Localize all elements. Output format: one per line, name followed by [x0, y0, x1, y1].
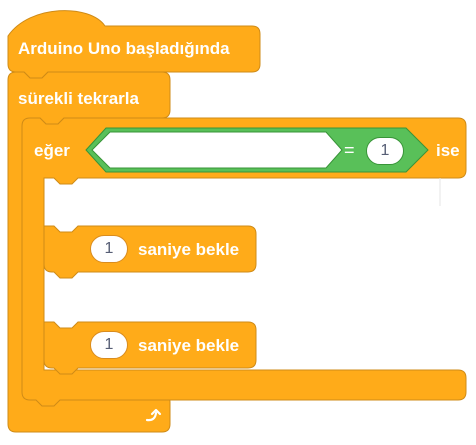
then-label: ise	[436, 141, 460, 160]
forever-block-label: sürekli tekrarla	[18, 89, 139, 108]
hat-block-label: Arduino Uno başladığında	[18, 39, 230, 58]
wait-1-label: saniye bekle	[138, 240, 240, 259]
if-label: eğer	[34, 141, 70, 160]
wait-2-seconds-input[interactable]: 1	[90, 331, 128, 359]
equals-right-input[interactable]: 1	[366, 137, 404, 165]
wait-1-seconds-input[interactable]: 1	[90, 235, 128, 263]
empty-boolean-slot[interactable]	[91, 131, 343, 169]
equals-sign: =	[344, 140, 355, 160]
wait-2-label: saniye bekle	[138, 336, 240, 355]
loop-arrow-icon	[144, 407, 162, 429]
